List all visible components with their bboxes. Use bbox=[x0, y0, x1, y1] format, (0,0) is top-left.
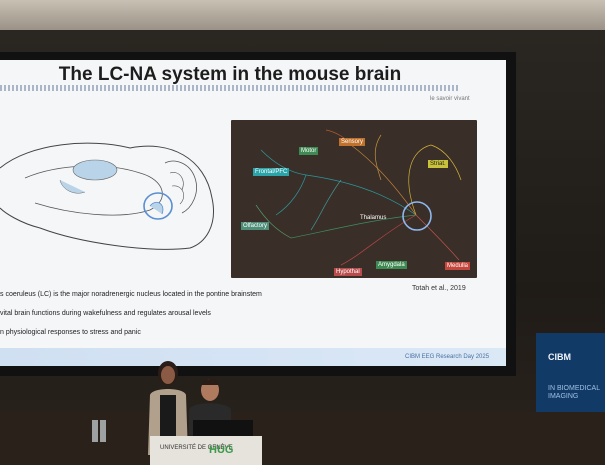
neuron-branching-image bbox=[255, 129, 462, 266]
figure-label-hypothal: Hypothal bbox=[334, 268, 362, 276]
figure-label-frontal: Frontal/PFC bbox=[253, 168, 290, 176]
mouse-brain-sagittal-drawing bbox=[0, 142, 214, 250]
water-bottle bbox=[92, 420, 98, 442]
figure-label-motor: Motor bbox=[299, 147, 319, 155]
slide-footer-bar bbox=[0, 348, 506, 366]
figure-label-sensory: Sensory bbox=[339, 138, 366, 146]
cibm-logo: CIBM bbox=[548, 352, 571, 362]
lc-projection-figure: Sensory Motor Frontal/PFC Olfactory Thal… bbox=[231, 120, 477, 278]
unige-logo: UNIVERSITÉ DE GENÈVE bbox=[160, 445, 233, 451]
title-dotted-rule bbox=[0, 85, 460, 91]
hug-logo: HUG bbox=[209, 444, 234, 456]
figure-label-thalamus: Thalamus bbox=[360, 215, 387, 221]
bullet-2: vital brain functions during wakefulness… bbox=[0, 310, 211, 317]
lectern bbox=[150, 436, 262, 465]
slide-title: The LC-NA system in the mouse brain bbox=[58, 64, 402, 85]
banner-text: IN BIOMEDICAL IMAGING bbox=[548, 385, 600, 400]
figure-label-olfactory: Olfactory bbox=[241, 222, 270, 230]
water-bottle bbox=[100, 420, 106, 442]
figure-citation: Totah et al., 2019 bbox=[412, 285, 466, 292]
figure-label-striatum: Striat. bbox=[428, 160, 448, 168]
slide-footer-text: CIBM EEG Research Day 2025 bbox=[405, 354, 490, 360]
figure-label-medulla: Medulla bbox=[445, 262, 471, 270]
slide-tagline: le savoir vivant bbox=[430, 96, 470, 102]
bullet-3: n physiological responses to stress and … bbox=[0, 329, 141, 336]
stage-desk bbox=[0, 412, 605, 465]
figure-label-amygdala: Amygdala bbox=[376, 261, 407, 269]
bullet-1: s coeruleus (LC) is the major noradrener… bbox=[0, 291, 262, 298]
